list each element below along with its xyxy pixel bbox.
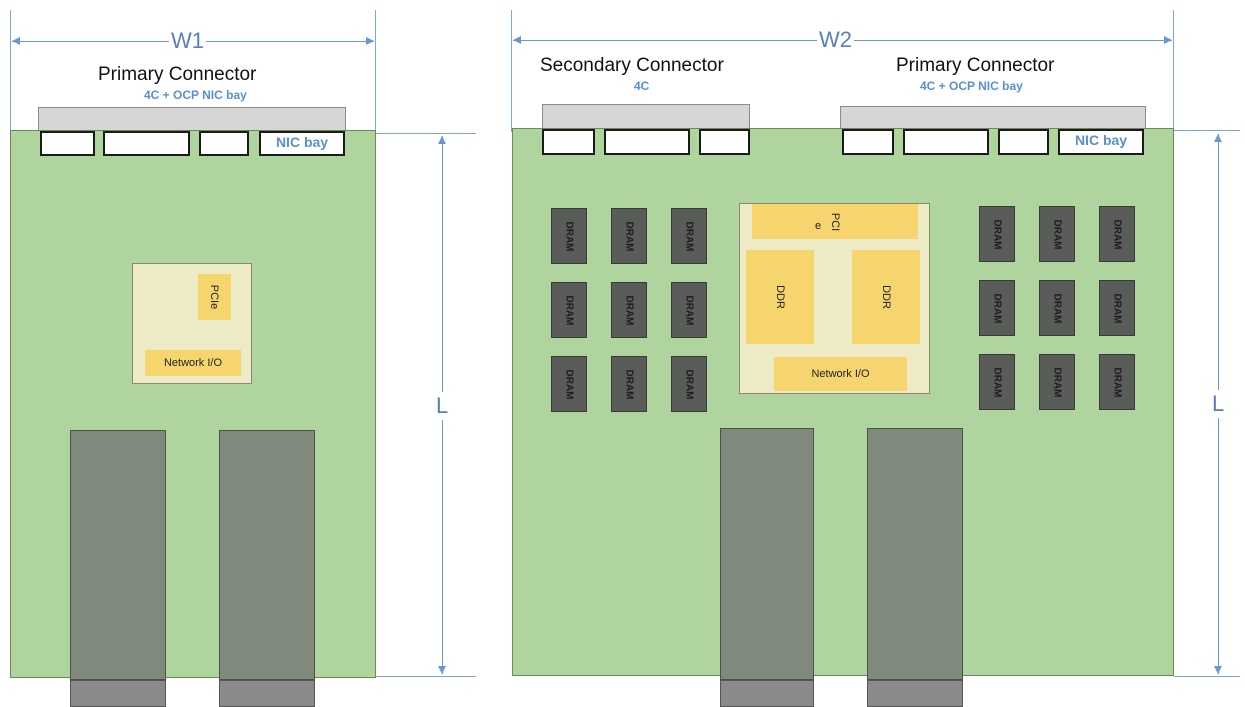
dram-module: DRAM: [979, 206, 1015, 262]
right-heatsink-2: [867, 428, 963, 680]
ddr-right-label: DDR: [880, 285, 892, 309]
ddr-pad-right: DDR: [852, 250, 920, 344]
secondary-slot-2: [604, 129, 690, 155]
dram-module: DRAM: [1099, 354, 1135, 410]
dram-module: DRAM: [551, 356, 587, 412]
w1-label: W1: [169, 28, 206, 53]
right-tail-2: [867, 680, 963, 707]
dram-module: DRAM: [671, 282, 707, 338]
w2-left-guide: [511, 10, 512, 132]
right-network-io-pad: Network I/O: [774, 357, 907, 391]
left-pcie-pad: PCIe: [198, 274, 231, 320]
right-primary-connector-subtitle: 4C + OCP NIC bay: [920, 79, 1023, 93]
left-primary-connector-title: Primary Connector: [98, 64, 257, 85]
right-primary-slot-3: [998, 129, 1049, 155]
right-primary-slot-1: [842, 129, 894, 155]
left-heatsink-1: [70, 430, 166, 680]
left-heatsink-2: [219, 430, 315, 680]
left-l-arrowhead-down: [438, 666, 446, 674]
left-slot-1: [40, 131, 95, 156]
right-heatsink-1: [720, 428, 814, 680]
dram-module: DRAM: [611, 282, 647, 338]
w1-arrowhead-left: [12, 37, 20, 45]
dram-module: DRAM: [671, 208, 707, 264]
left-slot-2: [103, 131, 190, 156]
w1-right-guide: [375, 10, 376, 134]
dram-module: DRAM: [551, 282, 587, 338]
left-l-bottom-guide: [376, 676, 476, 677]
right-pcie-pad: PCI: [752, 204, 918, 239]
left-board: [10, 130, 376, 678]
left-pcie-label: PCIe: [208, 284, 221, 310]
secondary-connector-title: Secondary Connector: [540, 55, 724, 76]
w1-arrowhead-right: [366, 37, 374, 45]
w2-right-guide: [1173, 10, 1174, 132]
right-primary-slot-2: [903, 129, 989, 155]
w2-label: W2: [817, 27, 854, 52]
right-primary-connector-title: Primary Connector: [896, 55, 1055, 76]
right-pcie-label: PCI: [829, 212, 841, 231]
right-l-bottom-guide: [1174, 676, 1240, 677]
dram-module: DRAM: [671, 356, 707, 412]
w2-arrowhead-right: [1164, 36, 1172, 44]
left-l-arrowhead-up: [438, 136, 446, 144]
dram-module: DRAM: [611, 208, 647, 264]
dram-module: DRAM: [1099, 206, 1135, 262]
left-tail-2: [219, 680, 315, 707]
dram-module: DRAM: [1039, 280, 1075, 336]
dram-module: DRAM: [1039, 354, 1075, 410]
secondary-slot-1: [542, 129, 595, 155]
right-l-label: L: [1212, 390, 1225, 418]
right-l-arrowhead-up: [1214, 134, 1222, 142]
right-l-arrowhead-down: [1214, 666, 1222, 674]
dram-module: DRAM: [979, 354, 1015, 410]
w1-left-guide: [10, 10, 11, 134]
left-network-io-pad: Network I/O: [145, 350, 241, 376]
right-l-top-guide: [1174, 130, 1240, 131]
w2-arrowhead-left: [513, 36, 521, 44]
left-primary-connector-subtitle: 4C + OCP NIC bay: [144, 88, 247, 102]
left-nic-bay: NIC bay: [259, 131, 345, 156]
ddr-left-label: DDR: [774, 285, 786, 309]
secondary-slot-3: [699, 129, 750, 155]
secondary-connector-subtitle: 4C: [634, 79, 650, 93]
right-nic-bay: NIC bay: [1058, 129, 1144, 155]
right-tail-1: [720, 680, 814, 707]
left-slot-3: [199, 131, 249, 156]
left-tail-1: [70, 680, 166, 707]
dram-module: DRAM: [1039, 206, 1075, 262]
dram-module: DRAM: [551, 208, 587, 264]
ddr-pad-left: DDR: [746, 250, 814, 344]
dram-module: DRAM: [611, 356, 647, 412]
dram-module: DRAM: [1099, 280, 1135, 336]
left-l-top-guide: [376, 133, 476, 134]
left-l-label: L: [436, 392, 449, 420]
right-pcie-suffix: e: [815, 220, 822, 232]
dram-module: DRAM: [979, 280, 1015, 336]
